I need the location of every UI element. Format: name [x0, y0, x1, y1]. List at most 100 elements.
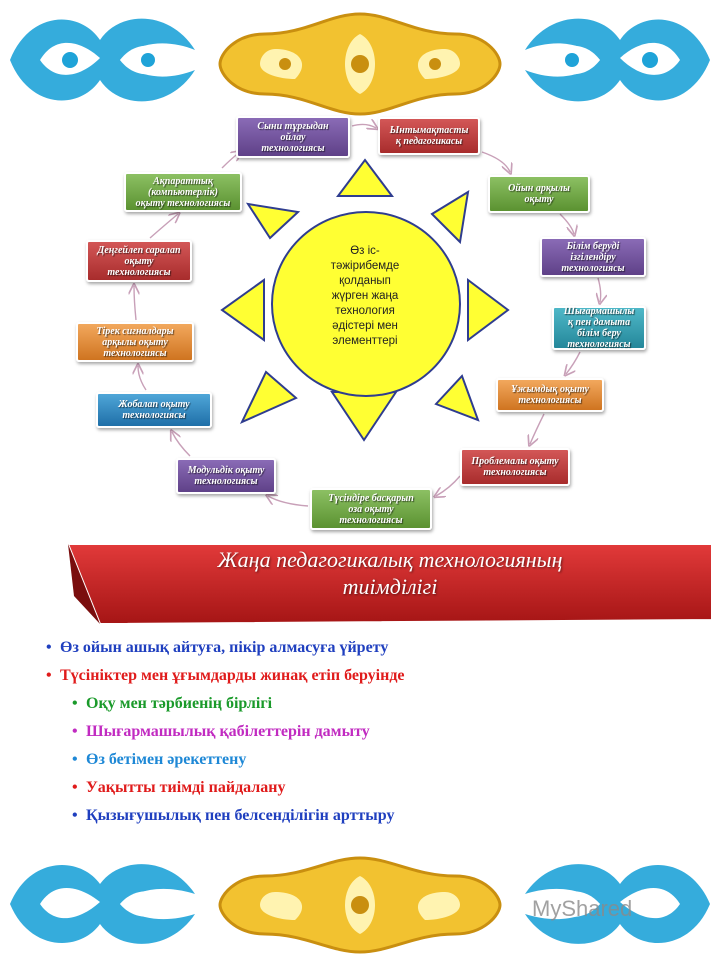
flow-arrow: [566, 351, 581, 374]
node-line: Сыни тұрғыдан: [257, 120, 329, 132]
node-line: Проблемалы оқыту: [471, 456, 559, 467]
sun-center-text: Өз іс- тәжірибемде қолданып жүрген жаңа …: [300, 244, 430, 349]
list-item-text: Түсініктер мен ұғымдарды жинақ етіп беру…: [60, 667, 405, 684]
node-line: технологиясы: [483, 467, 547, 478]
node-line: Шығармашылы: [563, 306, 635, 317]
node-line: ізгілендіру: [570, 251, 616, 263]
node-line: қ пен дамыта: [567, 317, 631, 328]
flow-arrow: [351, 124, 376, 128]
node-information-computer: Ақпараттық(компьютерлік)оқыту технология…: [124, 172, 242, 212]
node-line: технологиясы: [518, 395, 582, 406]
node-line: технологиясы: [103, 347, 167, 359]
sun-ray-sw: [239, 370, 298, 425]
node-line: қ педагогикасы: [395, 136, 463, 147]
benefits-list: • Өз ойын ашық айтуға, пікір алмасуға үйр…: [46, 634, 700, 830]
list-item-text: Уақытты тиімді пайдалану: [86, 779, 286, 796]
sun-line: әдістері мен: [332, 320, 398, 332]
node-line: Ақпараттық: [153, 175, 213, 187]
node-line: ойлау: [280, 131, 306, 143]
node-line: оза оқыту: [348, 503, 394, 515]
flow-arrow: [559, 213, 574, 234]
ornament-top-center: [215, 4, 505, 124]
flow-arrow: [134, 286, 136, 321]
node-line: технологиясы: [261, 142, 325, 154]
flow-arrow: [268, 496, 309, 507]
ornament-bottom-right: [510, 848, 720, 960]
node-line: оқыту: [124, 255, 154, 267]
sun-line: Өз іс-: [350, 245, 380, 257]
diagram-canvas: [0, 0, 720, 507]
sun-core: [271, 211, 461, 397]
flow-arrow: [149, 214, 178, 239]
banner-title-line: Жаңа педагогикалық технологияның: [217, 547, 563, 572]
sun-rays: [220, 158, 510, 442]
node-line: Ұжымдық оқыту: [511, 384, 589, 395]
list-item-text: Қызығушылық пен белсенділігін арттыру: [86, 807, 395, 824]
flow-arrow: [598, 277, 601, 302]
sun-ray-ne: [430, 190, 470, 245]
ornament-bottom-center: [215, 850, 505, 960]
title-banner: [66, 543, 713, 626]
bullet-icon: •: [72, 695, 78, 712]
node-line: технологиясы: [561, 262, 625, 274]
flow-arrow: [436, 475, 461, 496]
banner-title-line: тиімділігі: [342, 574, 438, 599]
flow-arrow: [172, 432, 191, 457]
sun-ray-nw: [245, 202, 301, 240]
watermark: MyShared: [532, 896, 633, 921]
bullet-icon: •: [72, 807, 78, 824]
sun-ray-se: [434, 374, 480, 422]
sun-line: тәжірибемде: [330, 260, 400, 272]
list-item-text: Өз ойын ашық айтуға, пікір алмасуға үйре…: [60, 639, 389, 656]
sun-line: технология: [335, 305, 395, 317]
list-item: • Шығармашылық қабілеттерін дамыту: [72, 718, 700, 746]
sun-line: қолданып: [339, 275, 391, 287]
bullet-icon: •: [72, 751, 78, 768]
node-line: Жобалап оқыту: [118, 399, 190, 410]
node-line: білім беру: [577, 328, 621, 339]
node-line: (компьютерлік): [148, 186, 218, 198]
bullet-icon: •: [72, 779, 78, 796]
sun-ray-e: [467, 278, 510, 342]
list-item-text: Оқу мен тәрбиенің бірлігі: [86, 695, 273, 712]
node-line: Модульдік оқыту: [187, 465, 265, 476]
node-line: Тірек сигналдары: [96, 325, 174, 337]
list-item: • Уақытты тиімді пайдалану: [72, 774, 700, 802]
node-line: Деңгейлеп саралап: [97, 244, 181, 256]
node-line: Білім беруді: [566, 240, 620, 252]
sun-ray-w: [220, 278, 265, 342]
node-line: технологиясы: [339, 514, 403, 526]
node-line: арқылы оқыту: [102, 336, 168, 348]
bullet-icon: •: [72, 723, 78, 740]
bullet-icon: •: [46, 639, 52, 656]
banner-title: Жаңа педагогикалық технологияның тиімділ…: [110, 546, 670, 600]
node-line: оқыту технологиясы: [135, 197, 231, 209]
node-line: технологиясы: [107, 266, 171, 278]
list-item: • Қызығушылық пен белсенділігін арттыру: [72, 802, 700, 830]
sun-ray-s: [330, 391, 398, 442]
list-item-text: Өз бетімен әрекеттену: [86, 751, 247, 768]
sun-line: элементтері: [332, 335, 398, 347]
flow-arrow: [138, 366, 147, 391]
list-item: • Оқу мен тәрбиенің бірлігі: [72, 690, 700, 718]
bullet-icon: •: [46, 667, 52, 684]
list-item-text: Шығармашылық қабілеттерін дамыту: [86, 723, 370, 740]
ornament-top-right: [510, 0, 720, 120]
node-line: Ойын арқылы: [508, 183, 570, 194]
sun-ray-n: [336, 158, 394, 197]
node-line: технологиясы: [122, 410, 186, 421]
node-line: Ынтымақтасты: [389, 125, 469, 136]
flow-arrows: [134, 124, 601, 507]
